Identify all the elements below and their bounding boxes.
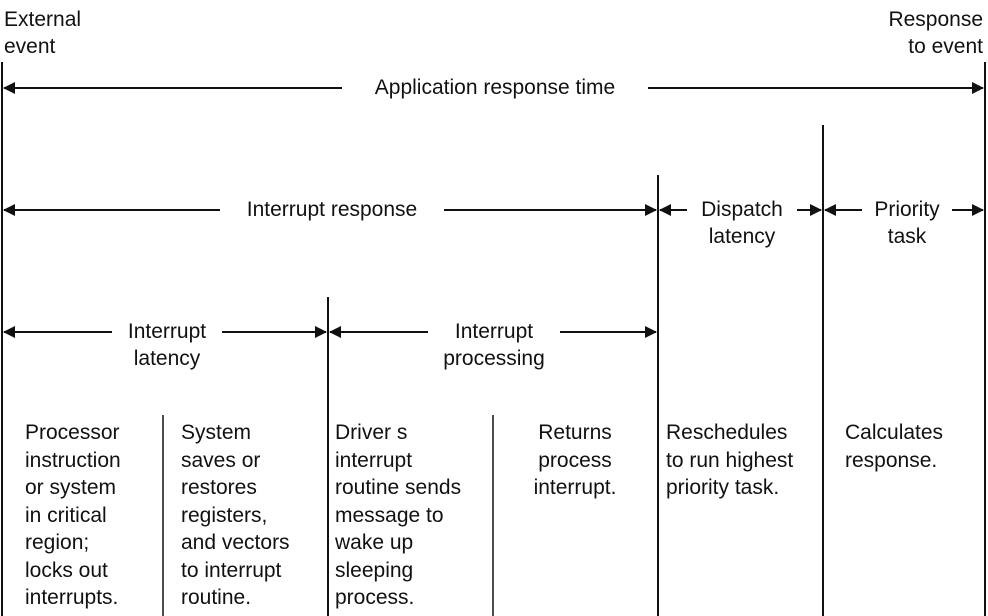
reschedules-description: Reschedules to run highest priority task… [666,421,794,499]
priority-task-label: Priority task [862,196,952,250]
interrupt-latency-label: Interrupt latency [112,318,222,372]
system-description: System saves or restores registers, and … [181,421,290,609]
response-to-event-label: Response to event [888,8,983,58]
interrupt-processing-label: Interrupt processing [428,318,560,372]
application-response-time-label: Application response time [342,74,648,101]
processor-description: Processor instruction or system in criti… [25,421,121,609]
returns-description: Returns process interrupt. [533,421,617,499]
interrupt-response-label: Interrupt response [220,196,444,223]
driver-description: Driver s interrupt routine sends message… [335,421,462,609]
dispatch-latency-label: Dispatch latency [687,196,797,250]
external-event-label: External event [4,8,82,58]
calculates-description: Calculates response. [845,421,944,472]
